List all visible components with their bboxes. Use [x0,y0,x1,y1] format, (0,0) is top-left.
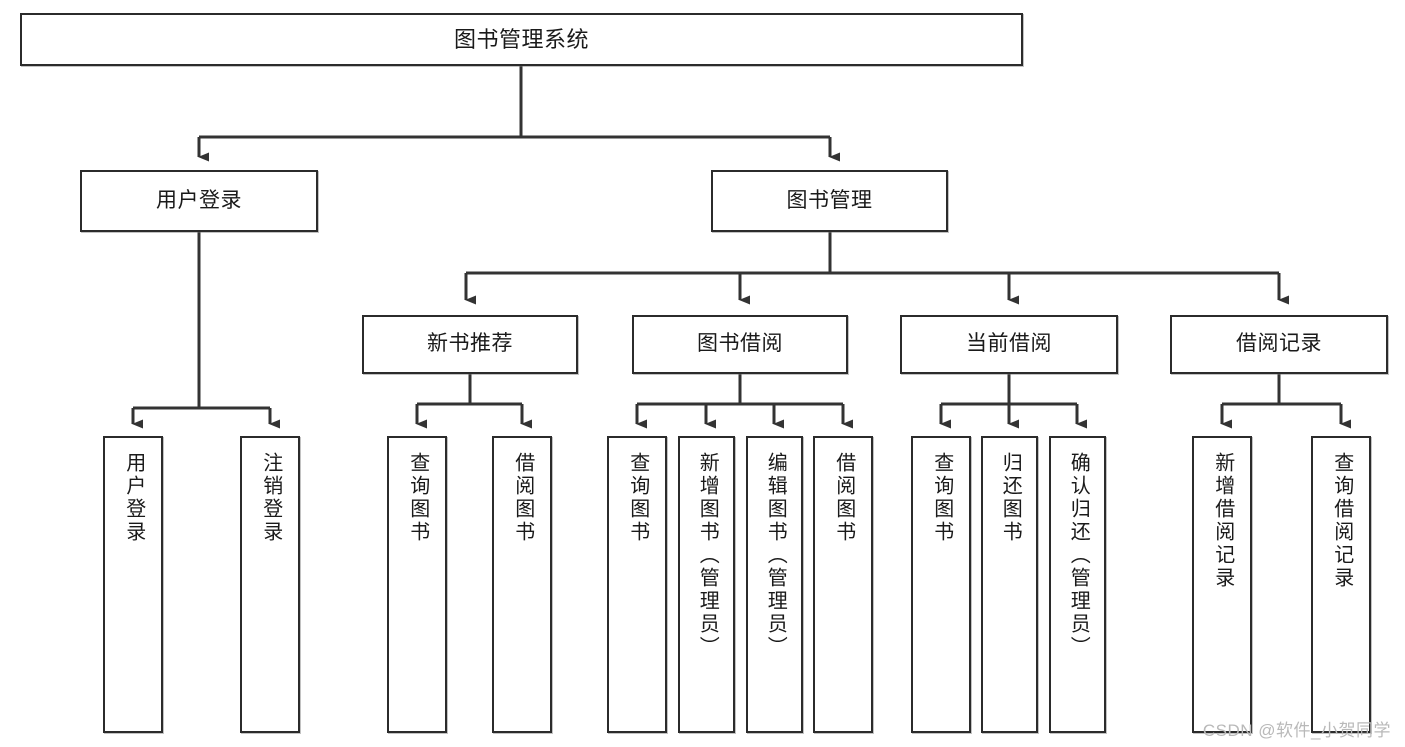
node-label: 归还图书 [999,452,1022,544]
node-label: 借阅图书 [511,452,534,544]
leaf-logout[interactable]: 注销登录 [240,436,300,733]
node-label: 新书推荐 [427,332,513,356]
node-label: 新增图书（管理员） [696,452,719,659]
node-label: 编辑图书（管理员） [764,452,787,659]
leaf-add-book-admin[interactable]: 新增图书（管理员） [678,436,735,733]
node-label: 查询图书 [626,452,649,544]
node-new-book-recommendation[interactable]: 新书推荐 [362,315,578,374]
watermark: CSDN @软件_小贺同学 [1202,721,1391,740]
node-label: 当前借阅 [966,332,1052,356]
leaf-query-books-current[interactable]: 查询图书 [911,436,971,733]
leaf-borrow-books[interactable]: 借阅图书 [813,436,873,733]
node-user-login[interactable]: 用户登录 [80,170,318,232]
leaf-confirm-return-admin[interactable]: 确认归还（管理员） [1049,436,1106,733]
node-label: 图书借阅 [697,332,783,356]
node-current-borrowing[interactable]: 当前借阅 [900,315,1118,374]
leaf-return-books[interactable]: 归还图书 [981,436,1038,733]
leaf-edit-book-admin[interactable]: 编辑图书（管理员） [746,436,803,733]
node-borrowing-records[interactable]: 借阅记录 [1170,315,1388,374]
node-label: 查询图书 [930,452,953,544]
node-book-management[interactable]: 图书管理 [711,170,948,232]
leaf-query-books-borrow[interactable]: 查询图书 [607,436,667,733]
node-label: 图书管理 [786,188,873,212]
leaf-user-login[interactable]: 用户登录 [103,436,163,733]
node-book-borrowing[interactable]: 图书借阅 [632,315,848,374]
node-label: 确认归还（管理员） [1067,452,1090,659]
node-label: 注销登录 [259,452,282,544]
node-label: 借阅记录 [1236,332,1322,356]
node-label: 用户登录 [156,188,242,212]
node-label: 用户登录 [122,452,145,544]
node-label: 查询借阅记录 [1330,452,1353,590]
node-root-book-management-system[interactable]: 图书管理系统 [20,13,1023,66]
node-label: 查询图书 [406,452,429,544]
node-label: 借阅图书 [832,452,855,544]
leaf-add-borrow-record[interactable]: 新增借阅记录 [1192,436,1252,733]
leaf-query-borrow-record[interactable]: 查询借阅记录 [1311,436,1371,733]
leaf-query-books-recommend[interactable]: 查询图书 [387,436,447,733]
node-label: 图书管理系统 [453,26,589,52]
node-label: 新增借阅记录 [1211,452,1234,590]
leaf-borrow-books-recommend[interactable]: 借阅图书 [492,436,552,733]
